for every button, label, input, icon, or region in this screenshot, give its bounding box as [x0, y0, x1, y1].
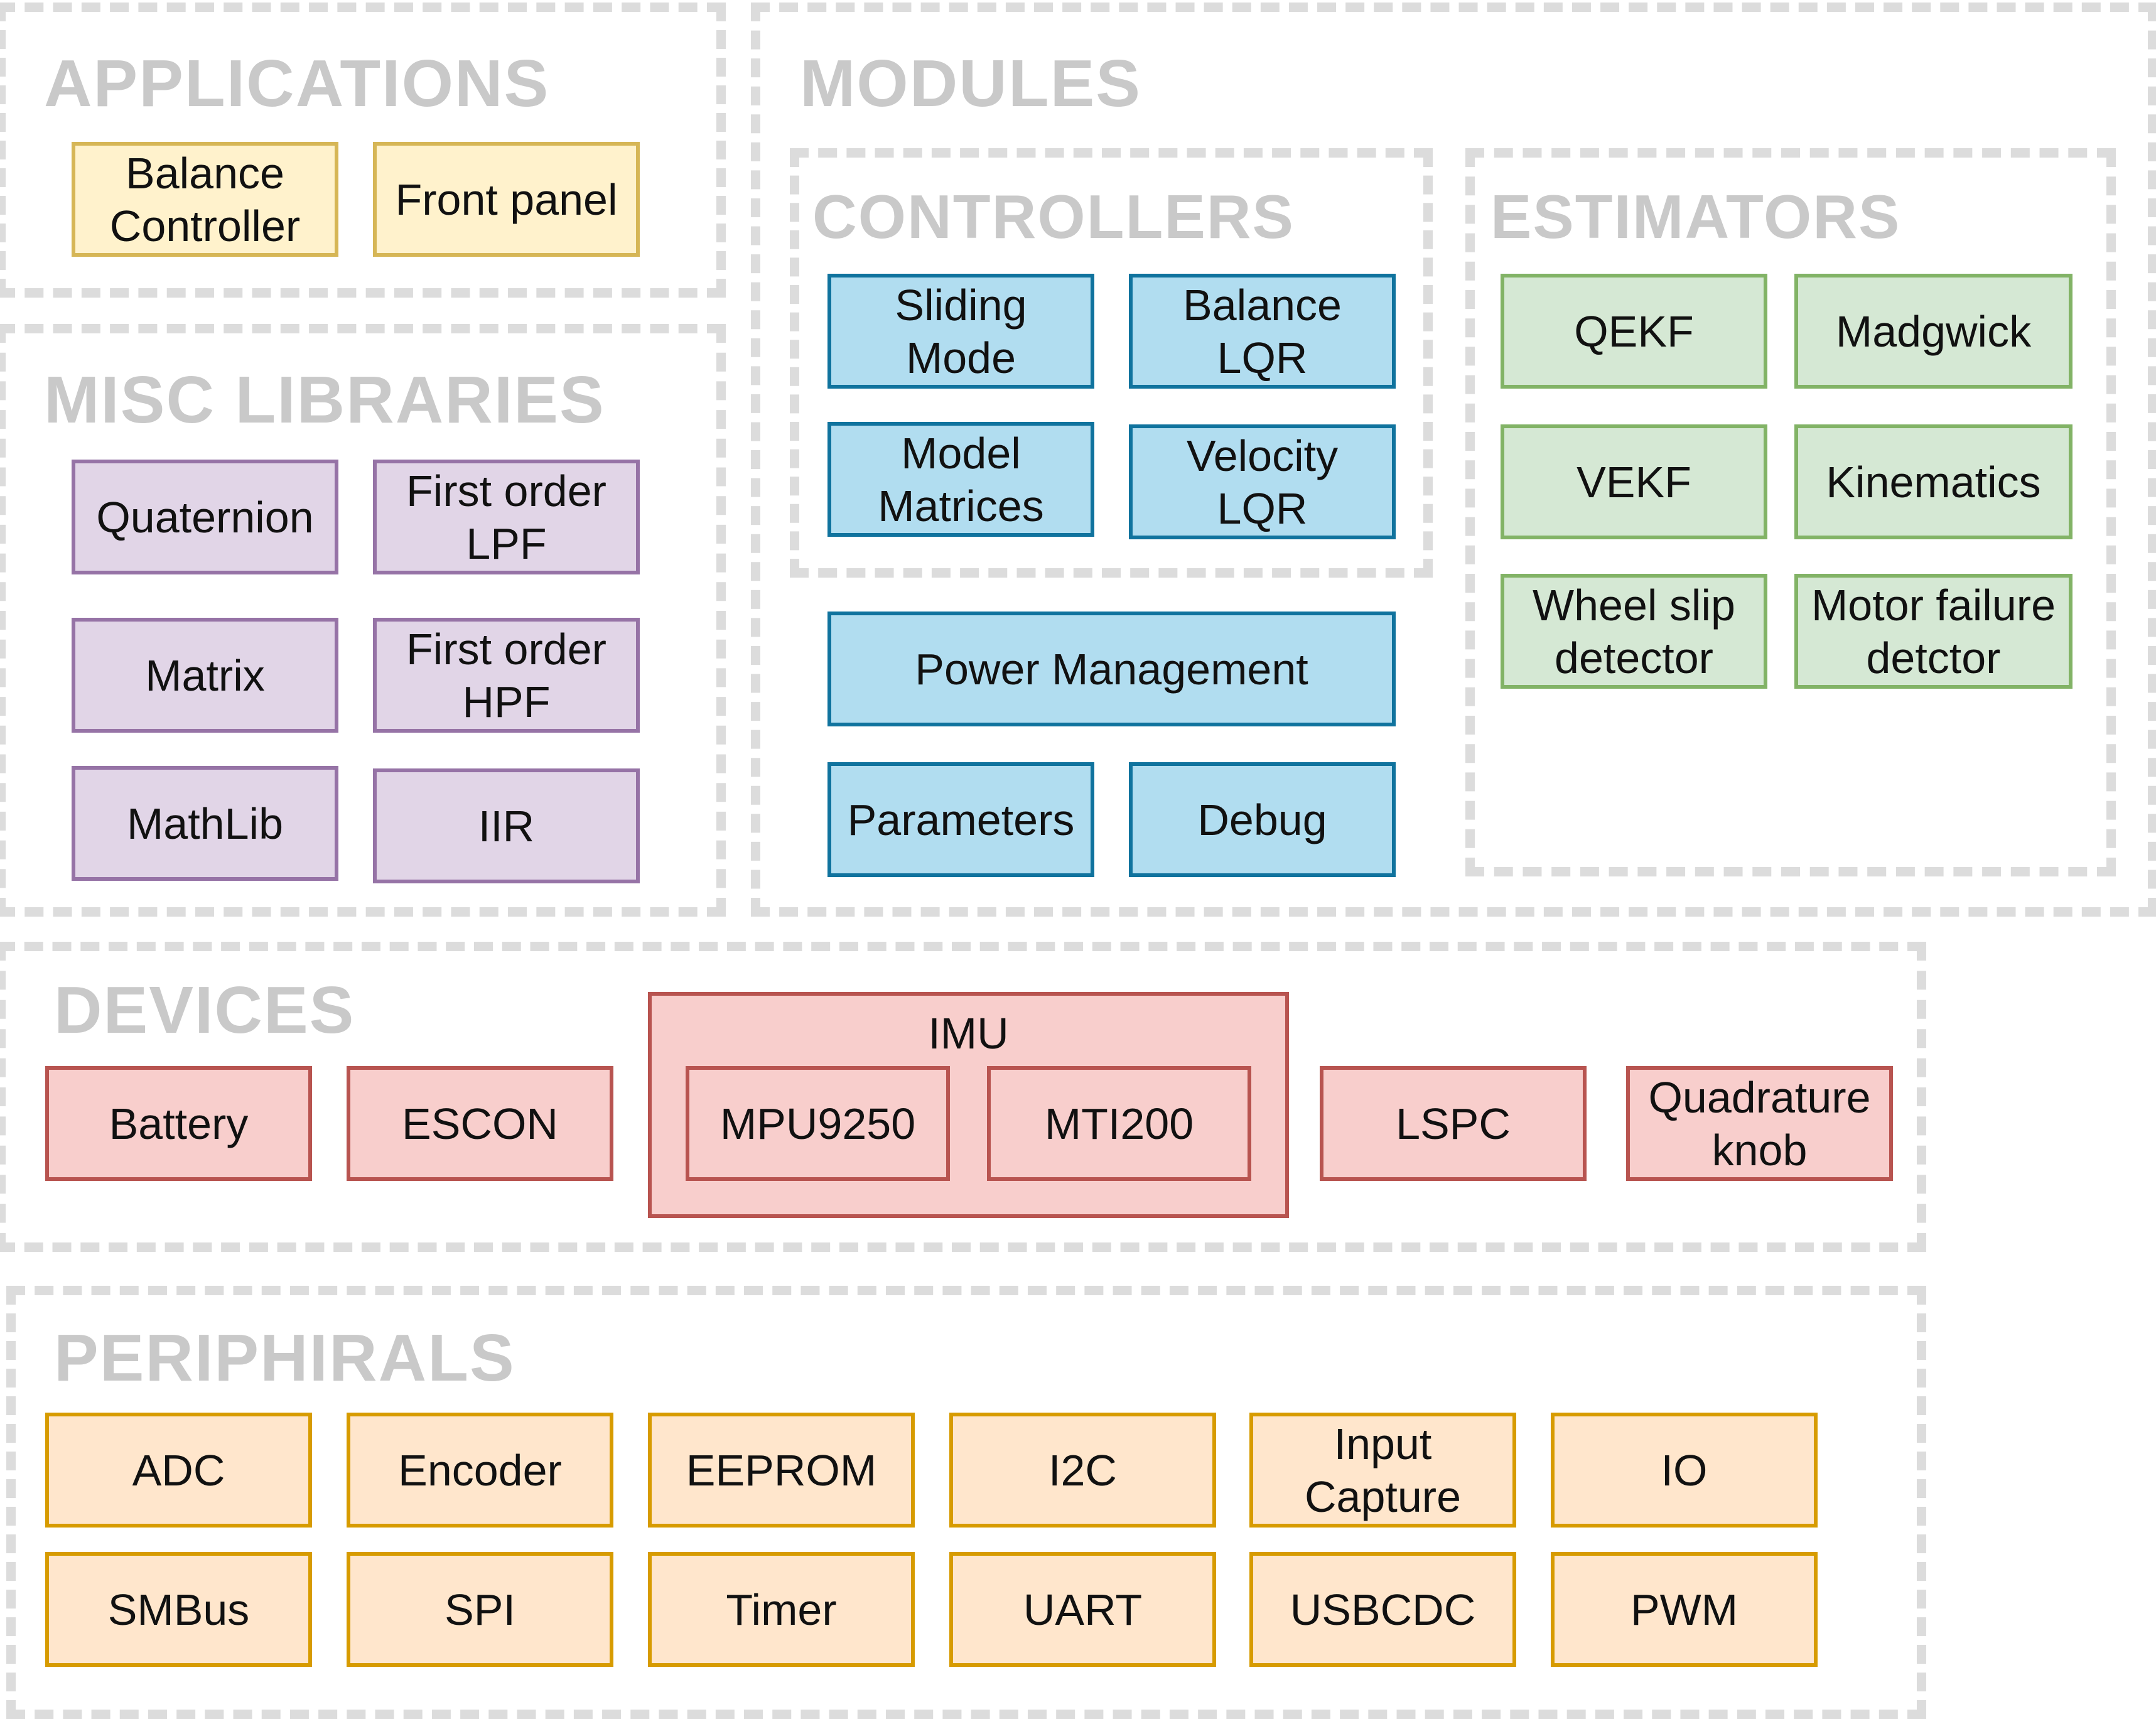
iir-label: IIR: [478, 801, 535, 851]
uart-label: UART: [1023, 1585, 1143, 1634]
uart-block: UART: [949, 1552, 1216, 1667]
madgwick-block: Madgwick: [1794, 274, 2072, 389]
madgwick-label: Madgwick: [1835, 306, 2032, 356]
motor-failure-detector-block: Motor failure detctor: [1794, 574, 2072, 689]
smbus-block: SMBus: [45, 1552, 312, 1667]
balance-controller-label: Balance Controller: [109, 148, 301, 251]
lspc-block: LSPC: [1320, 1066, 1587, 1181]
vekf-block: VEKF: [1501, 424, 1767, 539]
model-matrices-label: Model Matrices: [878, 428, 1044, 531]
estimators-title: ESTIMATORS: [1490, 182, 1901, 251]
matrix-label: Matrix: [145, 650, 265, 700]
mpu9250-label: MPU9250: [720, 1099, 916, 1148]
first-order-hpf-block: First order HPF: [373, 618, 640, 733]
eeprom-label: EEPROM: [686, 1445, 877, 1495]
usbcdc-label: USBCDC: [1290, 1585, 1476, 1634]
eeprom-block: EEPROM: [648, 1413, 915, 1528]
motor-failure-detector-label: Motor failure detctor: [1811, 580, 2056, 682]
escon-block: ESCON: [347, 1066, 613, 1181]
applications-group: [0, 3, 726, 298]
sliding-mode-block: Sliding Mode: [827, 274, 1094, 389]
quadrature-knob-block: Quadrature knob: [1626, 1066, 1893, 1181]
model-matrices-block: Model Matrices: [827, 422, 1094, 537]
timer-label: Timer: [726, 1585, 837, 1634]
encoder-label: Encoder: [398, 1445, 562, 1495]
modules-group: [751, 3, 2156, 917]
balance-lqr-block: Balance LQR: [1129, 274, 1396, 389]
debug-label: Debug: [1197, 795, 1327, 844]
controllers-group: [790, 148, 1433, 578]
iir-block: IIR: [373, 768, 640, 883]
adc-block: ADC: [45, 1413, 312, 1528]
devices-title: DEVICES: [54, 973, 355, 1047]
quaternion-block: Quaternion: [72, 460, 338, 574]
i2c-block: I2C: [949, 1413, 1216, 1528]
mathlib-label: MathLib: [126, 799, 284, 848]
imu-label: IMU: [928, 1009, 1009, 1058]
input-capture-label: Input Capture: [1304, 1419, 1462, 1521]
pwm-block: PWM: [1551, 1552, 1818, 1667]
usbcdc-block: USBCDC: [1249, 1552, 1516, 1667]
battery-label: Battery: [109, 1099, 249, 1148]
vekf-label: VEKF: [1577, 457, 1691, 507]
matrix-block: Matrix: [72, 618, 338, 733]
estimators-group: [1465, 148, 2116, 876]
wheel-slip-detector-label: Wheel slip detector: [1533, 580, 1735, 682]
front-panel-block: Front panel: [373, 142, 640, 257]
kinematics-label: Kinematics: [1826, 457, 2041, 507]
i2c-label: I2C: [1048, 1445, 1117, 1495]
qekf-block: QEKF: [1501, 274, 1767, 389]
modules-title: MODULES: [800, 46, 1141, 121]
power-management-block: Power Management: [827, 612, 1396, 726]
spi-label: SPI: [445, 1585, 515, 1634]
battery-block: Battery: [45, 1066, 312, 1181]
spi-block: SPI: [347, 1552, 613, 1667]
mathlib-block: MathLib: [72, 766, 338, 881]
qekf-label: QEKF: [1574, 306, 1694, 356]
sliding-mode-label: Sliding Mode: [895, 280, 1027, 382]
velocity-lqr-label: Velocity LQR: [1186, 431, 1339, 533]
pwm-label: PWM: [1630, 1585, 1738, 1634]
peripherals-title: PERIPHIRALS: [54, 1321, 515, 1395]
power-management-label: Power Management: [915, 644, 1308, 694]
balance-controller-block: Balance Controller: [72, 142, 338, 257]
applications-title: APPLICATIONS: [44, 46, 550, 121]
devices-group: [0, 942, 1926, 1252]
parameters-label: Parameters: [847, 795, 1075, 844]
balance-lqr-label: Balance LQR: [1183, 280, 1342, 382]
io-block: IO: [1551, 1413, 1818, 1528]
lspc-label: LSPC: [1396, 1099, 1511, 1148]
velocity-lqr-block: Velocity LQR: [1129, 424, 1396, 539]
input-capture-block: Input Capture: [1249, 1413, 1516, 1528]
mti200-label: MTI200: [1044, 1099, 1194, 1148]
wheel-slip-detector-block: Wheel slip detector: [1501, 574, 1767, 689]
kinematics-block: Kinematics: [1794, 424, 2072, 539]
mpu9250-block: MPU9250: [686, 1066, 950, 1181]
first-order-hpf-label: First order HPF: [406, 624, 606, 726]
encoder-block: Encoder: [347, 1413, 613, 1528]
controllers-title: CONTROLLERS: [812, 182, 1295, 251]
misc-libraries-title: MISC LIBRARIES: [44, 363, 605, 437]
quaternion-label: Quaternion: [96, 492, 314, 542]
first-order-lpf-block: First order LPF: [373, 460, 640, 574]
adc-label: ADC: [132, 1445, 225, 1495]
misc-libraries-group: [0, 324, 726, 917]
io-label: IO: [1661, 1445, 1708, 1495]
front-panel-label: Front panel: [395, 175, 618, 224]
timer-block: Timer: [648, 1552, 915, 1667]
quadrature-knob-label: Quadrature knob: [1648, 1072, 1871, 1175]
escon-label: ESCON: [402, 1099, 558, 1148]
first-order-lpf-label: First order LPF: [406, 466, 606, 568]
debug-block: Debug: [1129, 762, 1396, 877]
mti200-block: MTI200: [987, 1066, 1251, 1181]
parameters-block: Parameters: [827, 762, 1094, 877]
smbus-label: SMBus: [107, 1585, 250, 1634]
